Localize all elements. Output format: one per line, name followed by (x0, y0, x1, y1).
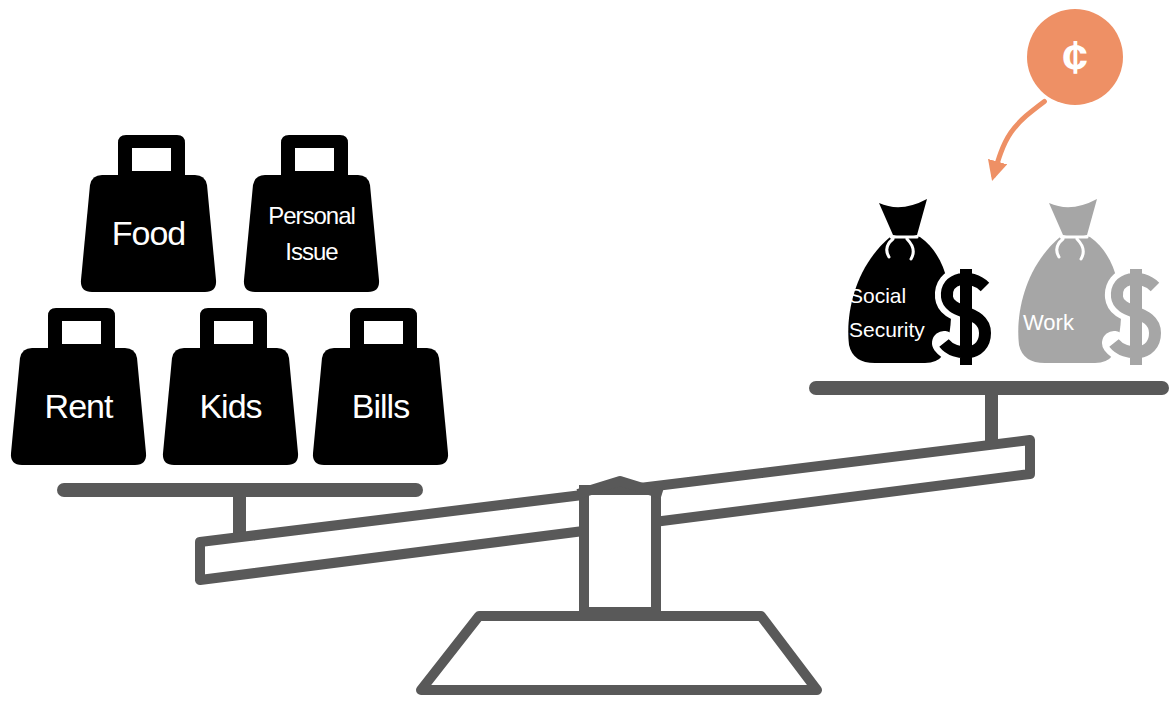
bag-neck (1049, 199, 1097, 237)
node-label: Personal Issue (243, 175, 380, 292)
node-label: Work (1023, 303, 1093, 343)
dollar-symbol (1114, 269, 1155, 365)
weight-shape (80, 135, 217, 292)
left-pan (64, 483, 416, 497)
weight-body (81, 175, 216, 292)
weight-body (11, 348, 146, 465)
node-label: Rent (10, 348, 147, 465)
weight-shape (10, 308, 147, 465)
dollar-symbol (944, 269, 985, 365)
weight-body (244, 175, 379, 292)
bag-tie (1057, 237, 1087, 259)
weight-node: Bills (312, 308, 449, 465)
curved-arrow (994, 101, 1045, 175)
weight-shape (312, 308, 449, 465)
right-pan (816, 381, 1162, 395)
weight-node: Kids (162, 308, 299, 465)
coin-node: ¢ (1027, 9, 1123, 105)
weight-node: Food (80, 135, 217, 292)
post-cap (578, 481, 662, 494)
money-bag-node: Social Security (845, 185, 1005, 365)
weight-node: Personal Issue (243, 135, 380, 292)
right-pan-support (985, 394, 998, 444)
dollar-outline (1114, 269, 1155, 365)
money-bag-node: Work (1015, 185, 1150, 365)
node-label: Social Security (849, 273, 945, 353)
scale-base (421, 616, 817, 690)
bag-shape (1015, 185, 1150, 365)
bag-tie (887, 237, 917, 259)
node-label: Food (80, 175, 217, 292)
node-label: Kids (162, 348, 299, 465)
scale-post (584, 490, 656, 612)
dollar-outline (944, 269, 985, 365)
weight-shape (162, 308, 299, 465)
node-label: Bills (312, 348, 449, 465)
weight-node: Rent (10, 308, 147, 465)
weight-body (313, 348, 448, 465)
coin-symbol: ¢ (1027, 9, 1123, 105)
coin-circle (1027, 9, 1123, 105)
bag-neck (879, 199, 927, 237)
weight-body (163, 348, 298, 465)
